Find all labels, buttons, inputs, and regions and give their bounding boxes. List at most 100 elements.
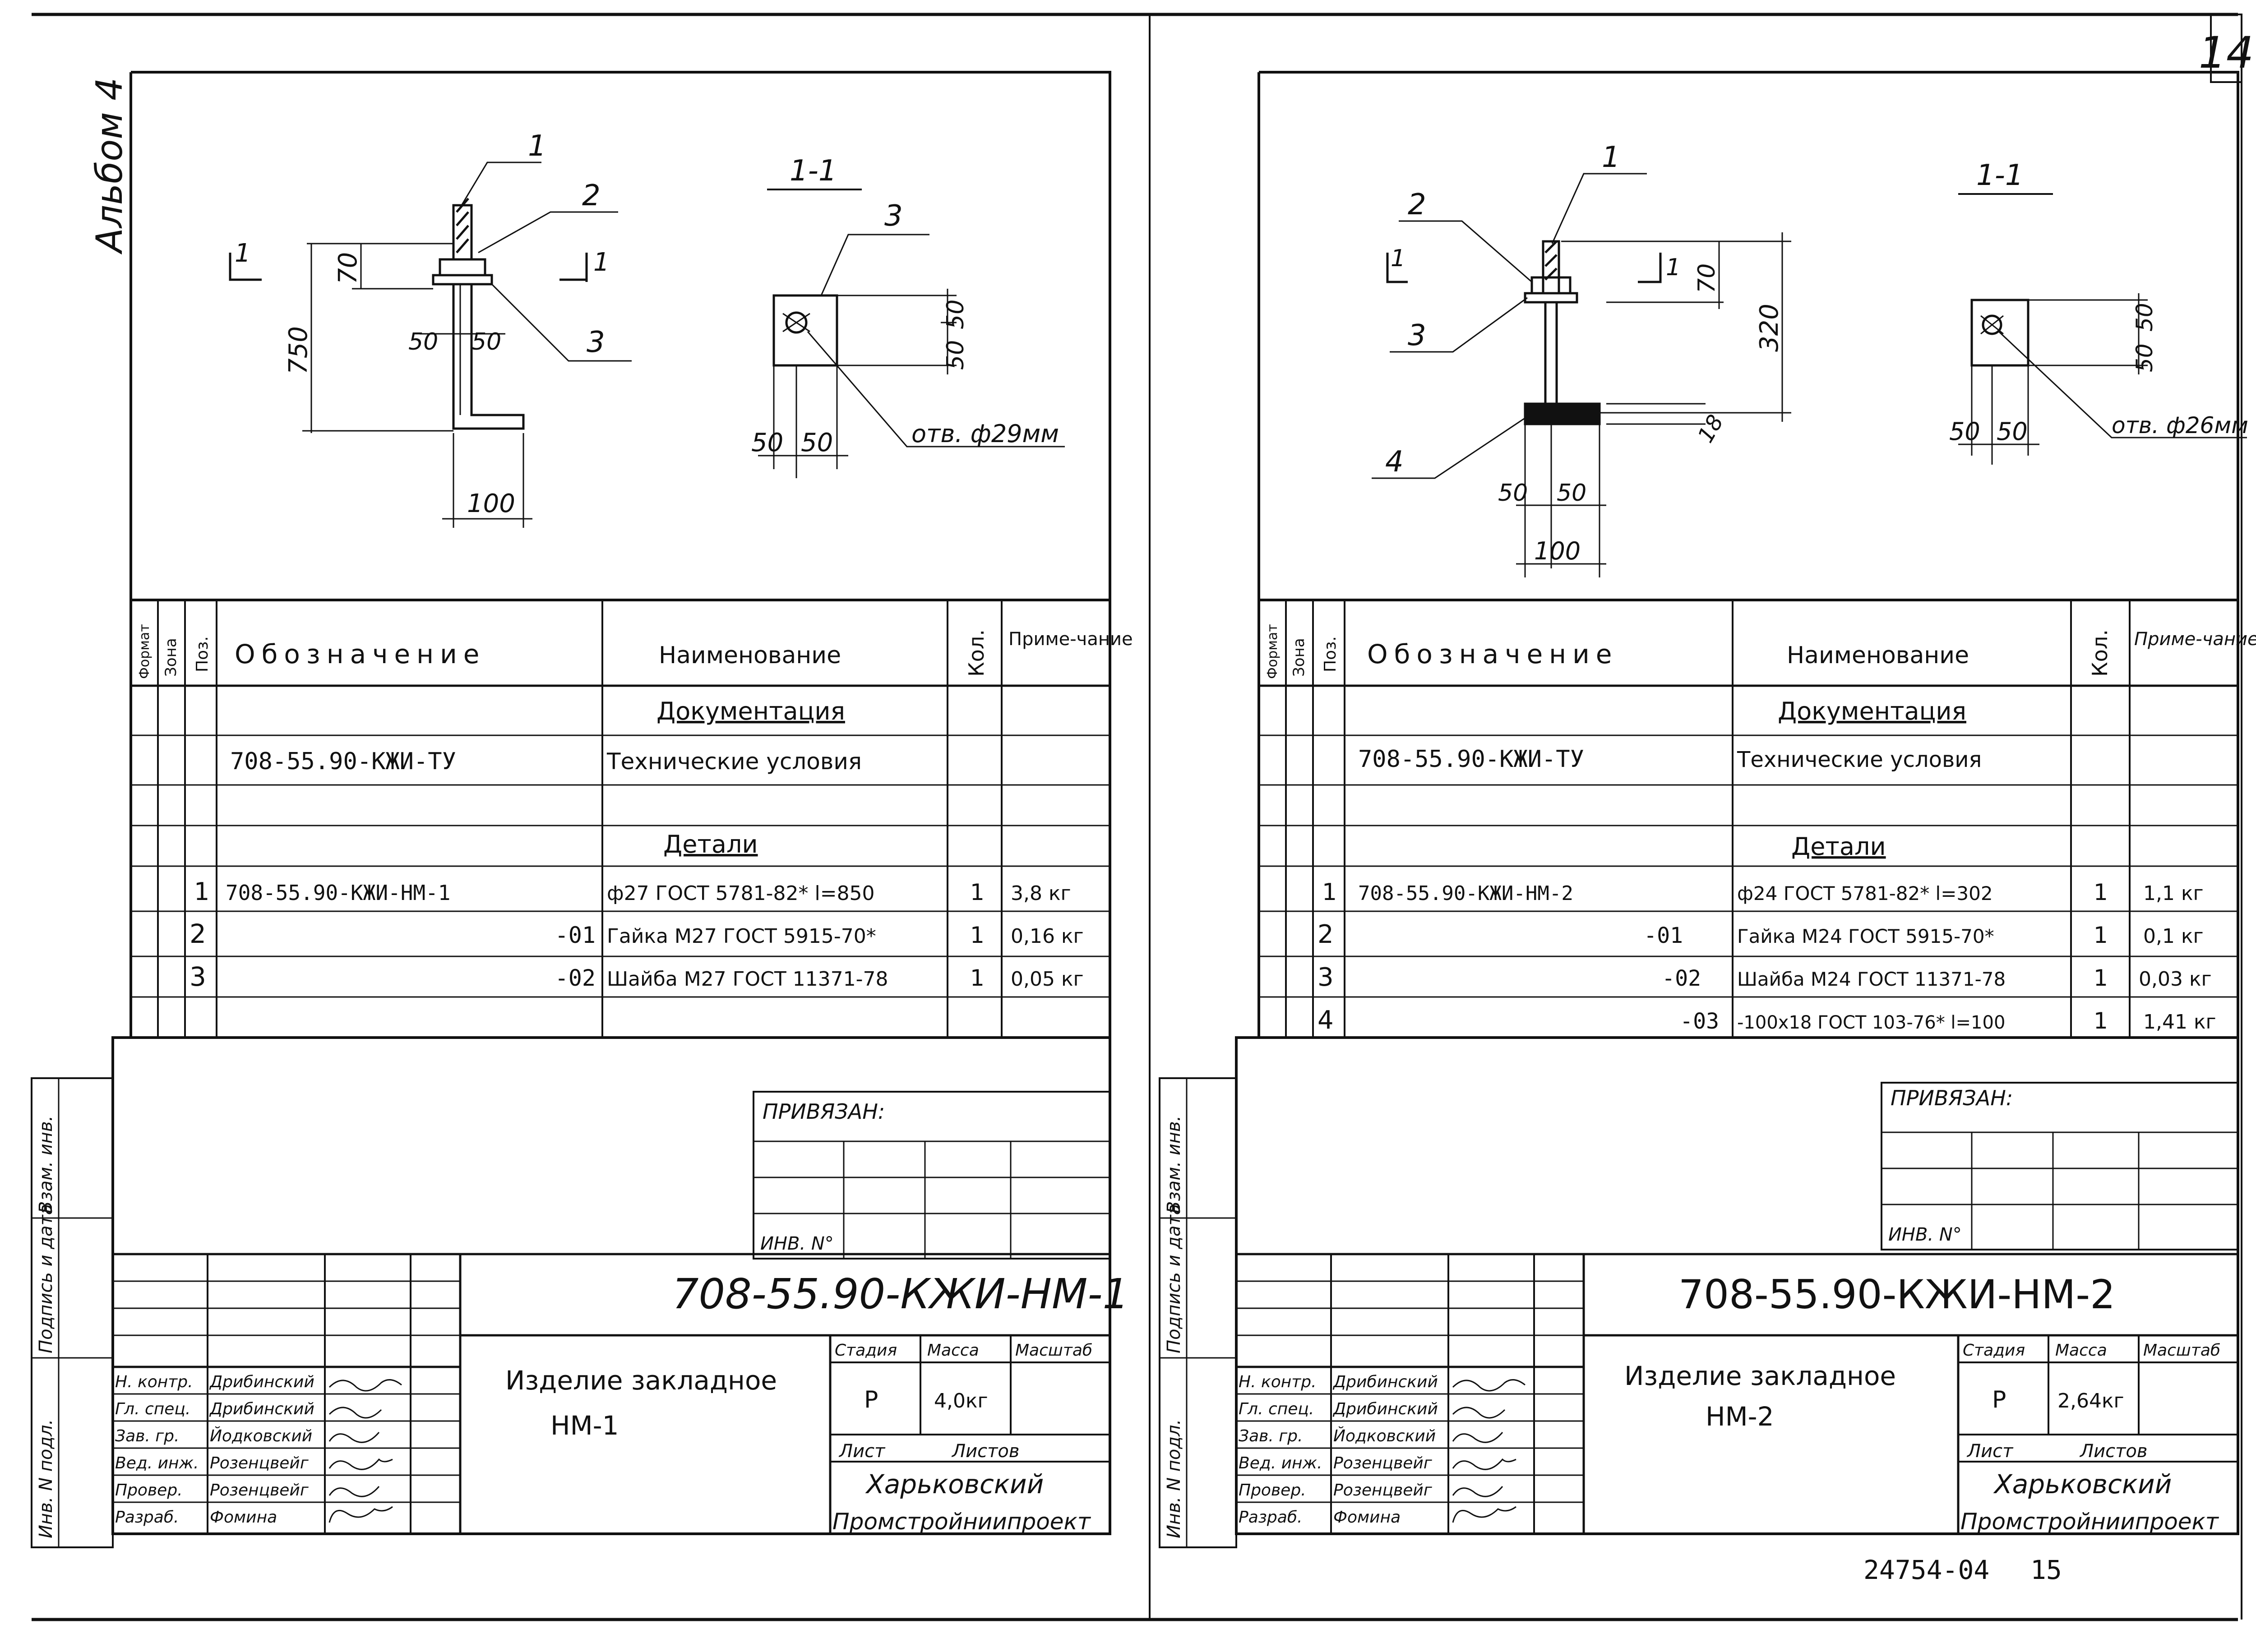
head-sheets: Листов	[951, 1441, 1019, 1462]
side-stamp-vzam: Взам. инв.	[1164, 1116, 1184, 1214]
side-stamp: Инв. N подл. Подпись и дата Взам. инв.	[31, 1077, 114, 1548]
product-name: Изделие закладное	[505, 1365, 777, 1396]
attached-block	[1881, 1082, 2239, 1251]
part-2-pos: 2	[190, 918, 206, 949]
head-mass: Масса	[2055, 1341, 2107, 1360]
section-view-drawing	[1958, 193, 2247, 465]
part-2-note: 0,1 кг	[2143, 925, 2204, 948]
attached-label: ПРИВЯЗАН:	[1891, 1086, 2013, 1110]
role-5: Разраб.	[115, 1508, 179, 1527]
callout-2: 2	[582, 179, 601, 212]
section-view-labels: 1-1 50 50 50 50 отв. ф26мм	[1949, 159, 2248, 446]
sheet-hm1: Инв. N подл. Подпись и дата Взам. инв. 1…	[31, 71, 1133, 1548]
doc-row-designation: 708-55.90-КЖИ-ТУ	[230, 748, 456, 775]
part-1-qty: 1	[970, 879, 985, 905]
dim-left-half: 50	[1498, 480, 1528, 507]
part-1-note: 1,1 кг	[2143, 882, 2204, 905]
role-1: Гл. спец.	[1239, 1400, 1314, 1418]
part-1-pos: 1	[1322, 879, 1337, 906]
part-3-pos: 3	[190, 961, 206, 992]
spec-table-header: Формат Зона Поз. Обозначение Наименовани…	[137, 624, 1133, 679]
spec-table	[131, 599, 1110, 1039]
signature-4	[328, 1486, 380, 1497]
sec-dim-h2: 50	[942, 340, 969, 370]
name-0: Дрибинский	[1332, 1373, 1438, 1391]
name-5: Фомина	[210, 1508, 277, 1527]
sheet-hm2: Инв. N подл. Подпись и дата Взам. инв. 1…	[1159, 71, 2256, 1548]
title-block	[1236, 1253, 2238, 1534]
side-stamp: Инв. N подл. Подпись и дата Взам. инв.	[1159, 1077, 1237, 1548]
name-2: Йодковский	[1333, 1426, 1436, 1445]
sec-dim-w1: 50	[1949, 417, 1980, 446]
part-4-pos: 4	[1318, 1006, 1334, 1035]
dim-left-half: 50	[408, 328, 438, 355]
part-1-name: ф27 ГОСТ 5781-82* l=850	[607, 882, 875, 905]
mass-value: 4,0кг	[934, 1389, 988, 1412]
role-5: Разраб.	[1239, 1508, 1302, 1527]
section-mark-right: 1	[593, 248, 610, 277]
sec-callout-3: 3	[884, 199, 903, 233]
signature-2	[1452, 1432, 1503, 1443]
signature-1	[1452, 1407, 1506, 1419]
signature-1	[328, 1407, 382, 1419]
part-3-note: 0,05 кг	[1011, 968, 1084, 991]
sec-dim-h1: 50	[942, 300, 969, 329]
signature-0	[1452, 1379, 1526, 1392]
col-name: Наименование	[659, 642, 841, 669]
main-view-drawing	[1372, 173, 1791, 577]
title-block-text: 708-55.90-КЖИ-НМ-2 Н. контр. Гл. спец. З…	[1239, 1271, 2220, 1535]
doc-row-designation: 708-55.90-КЖИ-ТУ	[1358, 746, 1584, 773]
attached-inv: ИНВ. N°	[1888, 1224, 1962, 1245]
org-line-1: Харьковский	[865, 1469, 1044, 1500]
head-scale: Масштаб	[1015, 1341, 1092, 1360]
section-mark-left: 1	[235, 239, 251, 268]
part-2-pos: 2	[1318, 920, 1334, 949]
name-3: Розенцвейг	[1333, 1454, 1433, 1472]
sec-dim-w2: 50	[1997, 417, 2028, 446]
role-2: Зав. гр.	[115, 1427, 179, 1445]
role-3: Вед. инж.	[1239, 1454, 1322, 1472]
side-stamp-sign: Подпись и дата	[36, 1204, 56, 1353]
part-2-qty: 1	[970, 922, 985, 948]
col-note: Приме-чание	[1008, 629, 1133, 650]
mass-value: 2,64кг	[2057, 1389, 2124, 1412]
archive-number: 24754-04	[1863, 1555, 1989, 1585]
col-designation: Обозначение	[1367, 639, 1618, 669]
part-1-name: ф24 ГОСТ 5781-82* l=302	[1737, 882, 1993, 904]
callout-3: 3	[1408, 319, 1426, 352]
col-format: Формат	[1265, 624, 1281, 679]
part-4-designation: -03	[1680, 1009, 1719, 1034]
part-4-note: 1,41 кг	[2143, 1011, 2216, 1034]
dim-foot: 100	[467, 489, 515, 518]
part-2-name: Гайка М24 ГОСТ 5915-70*	[1737, 925, 1994, 947]
signature-3	[1452, 1458, 1516, 1470]
section-view-drawing	[758, 189, 1065, 478]
role-0: Н. контр.	[1239, 1373, 1317, 1391]
dim-right-half: 50	[472, 328, 501, 355]
dim-foot: 100	[1534, 537, 1581, 565]
head-sheet: Лист	[1966, 1441, 2014, 1462]
attached-block	[753, 1091, 1111, 1260]
role-4: Провер.	[115, 1481, 183, 1500]
part-3-designation: -02	[1662, 966, 1701, 991]
head-sheets: Листов	[2079, 1441, 2147, 1462]
dim-plate: 18	[1693, 411, 1729, 447]
col-format: Формат	[137, 624, 153, 679]
part-3-qty: 1	[2094, 965, 2108, 991]
signature-5	[328, 1506, 393, 1523]
head-sheet: Лист	[838, 1441, 886, 1462]
signature-2	[328, 1432, 380, 1443]
part-1-qty: 1	[2094, 879, 2108, 905]
attached-inv: ИНВ. N°	[760, 1233, 834, 1254]
signature-5	[1452, 1506, 1516, 1523]
name-4: Розенцвейг	[1333, 1481, 1433, 1500]
part-3-name: Шайба М27 ГОСТ 11371-78	[607, 968, 888, 991]
spec-table-body: Документация 708-55.90-КЖИ-ТУ Технически…	[1318, 697, 2216, 1035]
section-title: 1-1	[1976, 159, 2024, 192]
part-2-designation: -01	[1644, 923, 1683, 948]
main-view-drawing	[229, 162, 632, 528]
title-block	[113, 1253, 1110, 1534]
doc-row-name: Технические условия	[606, 748, 862, 775]
part-2-note: 0,16 кг	[1011, 925, 1084, 948]
